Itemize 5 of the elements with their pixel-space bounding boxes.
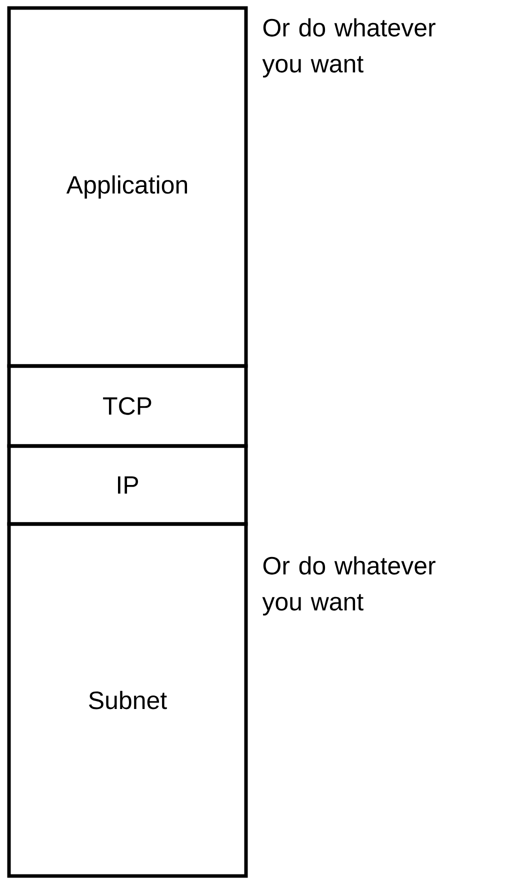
layer-box: Application bbox=[7, 6, 248, 368]
layer-box: Subnet bbox=[7, 522, 248, 878]
note-text: Or do whatever you want bbox=[262, 556, 436, 616]
layer-box: TCP bbox=[7, 364, 248, 448]
layer-box: IP bbox=[7, 444, 248, 526]
